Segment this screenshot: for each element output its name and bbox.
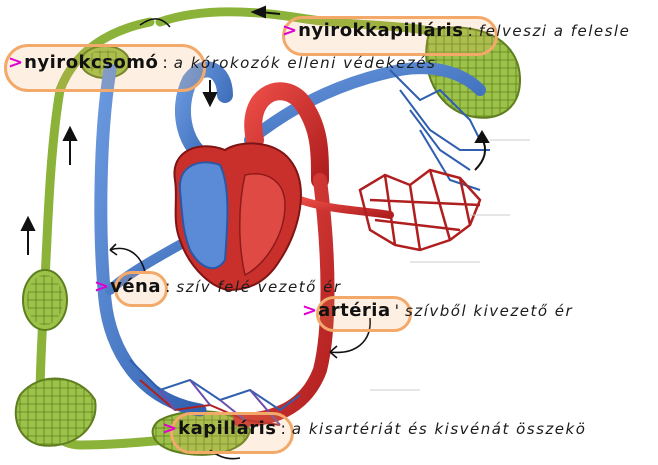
separator: : — [467, 21, 472, 40]
label-nyirokkapillaris: > nyirokkapilláris : felveszi a felesle — [282, 20, 630, 41]
term-nyirokkapillaris: nyirokkapilláris — [298, 20, 463, 41]
lymph-capillary-bottom-left — [16, 379, 96, 446]
chevron-marker: > — [162, 418, 177, 439]
definition-nyirokkapillaris: felveszi a felesle — [479, 22, 630, 40]
separator: ' — [395, 301, 399, 320]
definition-vena: szív felé vezető ér — [176, 278, 341, 296]
chevron-marker: > — [94, 276, 109, 297]
term-arteria: artéria — [318, 300, 391, 321]
label-nyirokcsomo: > nyirokcsomó : a kórokozók elleni védek… — [8, 52, 436, 73]
term-vena: véna — [110, 276, 161, 297]
separator: : — [165, 277, 170, 296]
label-kapillaris: > kapilláris : a kisartériát és kisvénát… — [162, 418, 586, 439]
term-kapillaris: kapilláris — [178, 418, 276, 439]
heart — [174, 143, 300, 290]
chevron-marker: > — [8, 52, 23, 73]
label-arteria: > artéria ' szívből kivezető ér — [302, 300, 573, 321]
chevron-marker: > — [302, 300, 317, 321]
chevron-marker: > — [282, 20, 297, 41]
definition-kapillaris: a kisartériát és kisvénát összekö — [292, 420, 586, 438]
separator: : — [162, 53, 167, 72]
label-vena: > véna : szív felé vezető ér — [94, 276, 342, 297]
definition-arteria: szívből kivezető ér — [405, 302, 573, 320]
term-nyirokcsomo: nyirokcsomó — [24, 52, 158, 73]
lymph-node-left — [23, 270, 67, 330]
definition-nyirokcsomo: a kórokozók elleni védekezés — [174, 54, 436, 72]
separator: : — [281, 419, 286, 438]
